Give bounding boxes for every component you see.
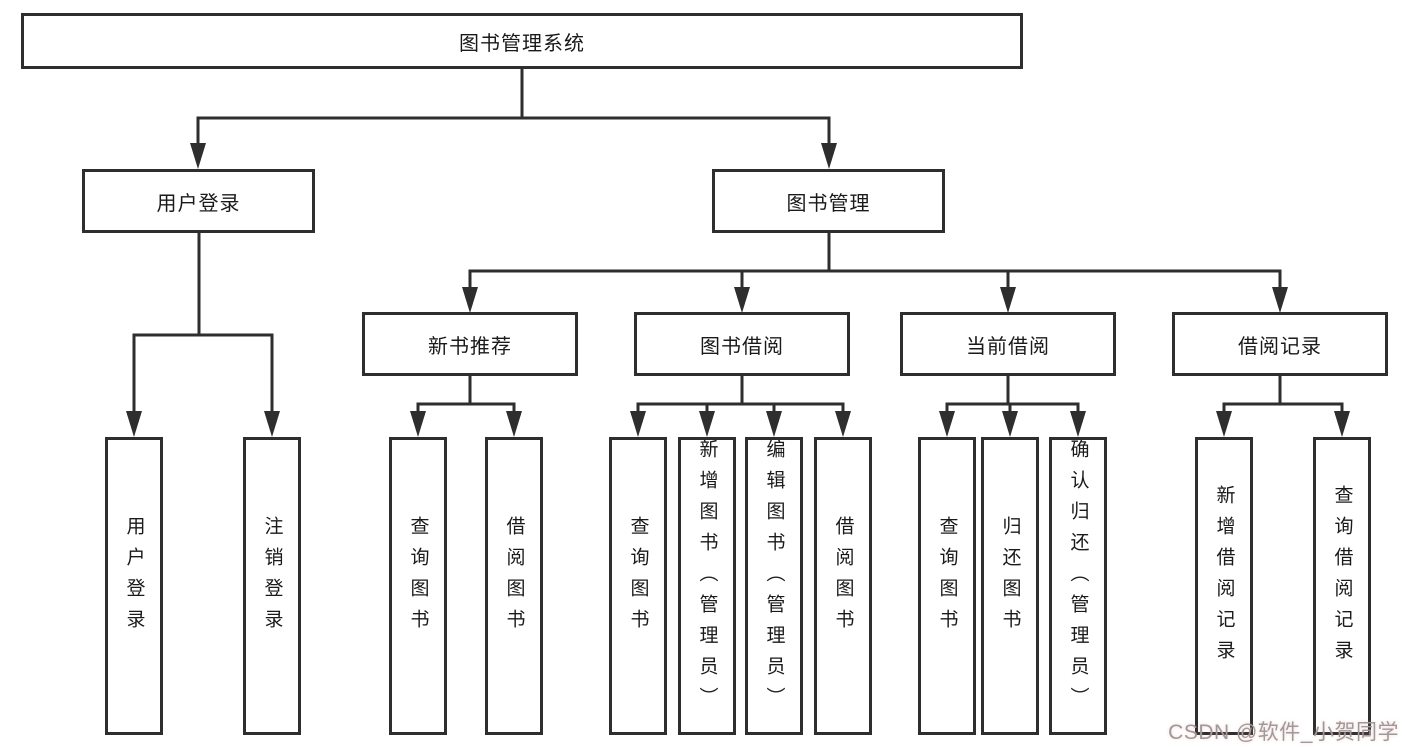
node-root-label: 图书管理系统 (459, 32, 585, 55)
leaf-confirm-return-admin: 确认归还（管理员） (1049, 437, 1107, 735)
leaf-return-books-label: 归还图书 (999, 516, 1021, 640)
node-current-borrow: 当前借阅 (900, 312, 1116, 376)
node-book-borrow-label: 图书借阅 (700, 335, 784, 358)
leaf-user-login: 用户登录 (105, 437, 163, 735)
leaf-logout: 注销登录 (243, 437, 301, 735)
csdn-watermark: CSDN @软件_小贺同学 (1168, 721, 1399, 744)
leaf-recommend-query-books-label: 查询图书 (407, 516, 429, 640)
node-borrow-records-label: 借阅记录 (1238, 335, 1322, 358)
leaf-logout-label: 注销登录 (261, 516, 283, 640)
node-book-management-label: 图书管理 (786, 192, 871, 215)
leaf-current-query-books: 查询图书 (918, 437, 976, 735)
leaf-query-borrow-record: 查询借阅记录 (1313, 437, 1371, 735)
leaf-borrow-query-books: 查询图书 (609, 437, 667, 735)
node-new-book-recommend: 新书推荐 (362, 312, 578, 376)
node-borrow-records: 借阅记录 (1172, 312, 1388, 376)
leaf-return-books: 归还图书 (981, 437, 1039, 735)
leaf-borrow-books-label: 借阅图书 (832, 516, 854, 640)
node-new-book-recommend-label: 新书推荐 (428, 335, 512, 358)
node-book-management: 图书管理 (712, 169, 945, 233)
node-user-login: 用户登录 (82, 169, 315, 233)
leaf-add-books-admin-label: 新增图书（管理员） (696, 438, 718, 718)
leaf-query-borrow-record-label: 查询借阅记录 (1331, 485, 1353, 671)
leaf-add-books-admin: 新增图书（管理员） (678, 437, 736, 735)
node-book-borrow: 图书借阅 (634, 312, 850, 376)
leaf-recommend-query-books: 查询图书 (389, 437, 447, 735)
leaf-recommend-borrow-books-label: 借阅图书 (503, 516, 525, 640)
leaf-current-query-books-label: 查询图书 (936, 516, 958, 640)
leaf-add-borrow-record: 新增借阅记录 (1195, 437, 1253, 735)
leaf-add-borrow-record-label: 新增借阅记录 (1213, 485, 1235, 671)
leaf-borrow-books: 借阅图书 (814, 437, 872, 735)
node-root: 图书管理系统 (21, 13, 1023, 69)
leaf-edit-books-admin: 编辑图书（管理员） (745, 437, 803, 735)
leaf-edit-books-admin-label: 编辑图书（管理员） (763, 438, 785, 718)
leaf-borrow-query-books-label: 查询图书 (627, 516, 649, 640)
leaf-user-login-label: 用户登录 (123, 516, 145, 640)
leaf-recommend-borrow-books: 借阅图书 (485, 437, 543, 735)
node-current-borrow-label: 当前借阅 (966, 335, 1050, 358)
leaf-confirm-return-admin-label: 确认归还（管理员） (1067, 438, 1089, 718)
node-user-login-label: 用户登录 (156, 192, 241, 215)
